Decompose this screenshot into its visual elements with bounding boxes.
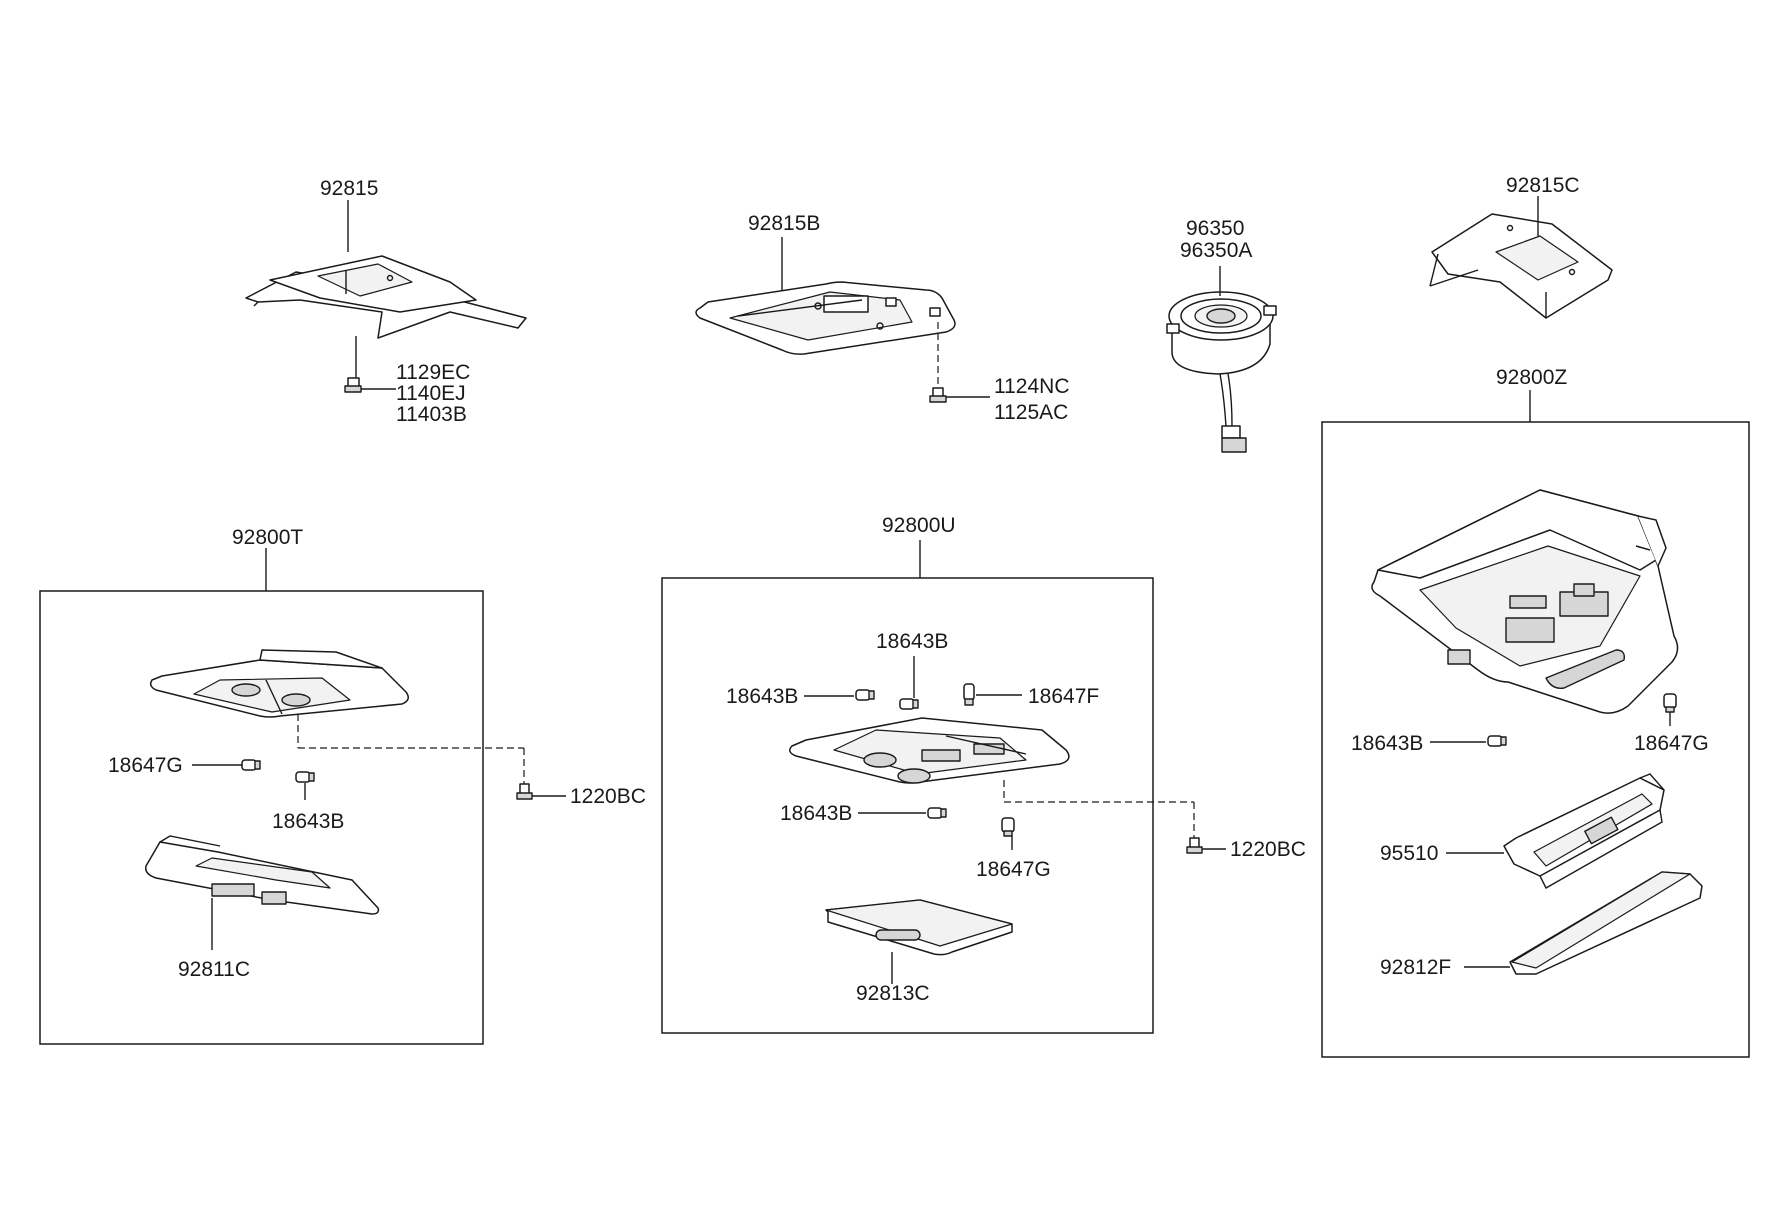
label-u-18643b-mid: 18643B [780, 802, 852, 825]
label-u-18647f: 18647F [1028, 685, 1099, 708]
label-t-1220bc: 1220BC [570, 785, 646, 808]
label-1140ej: 1140EJ [396, 382, 466, 405]
part-92800z-console [1371, 489, 1679, 714]
bulb-18643b-top-icon [899, 698, 919, 710]
label-1125ac: 1125AC [994, 401, 1068, 424]
label-92800t: 92800T [232, 526, 303, 549]
bulb-18647g-icon [241, 759, 261, 771]
label-u-18643b-top: 18643B [876, 630, 948, 653]
label-t-92811c: 92811C [178, 958, 250, 981]
label-92815c: 92815C [1506, 174, 1580, 197]
label-1129ec: 1129EC [396, 361, 470, 384]
assembly-box-92800t [39, 590, 484, 1045]
bulb-18643b-icon [295, 771, 315, 783]
bulb-18643b-mid-icon [927, 807, 947, 819]
bulb-18643b-left-icon [855, 689, 875, 701]
label-u-18647g: 18647G [976, 858, 1051, 881]
part-92815-bracket [245, 255, 527, 339]
screw-1220bc-t-icon [516, 783, 533, 800]
bulb-18647g-z-icon [1663, 693, 1677, 713]
part-92815b-panel [695, 281, 956, 355]
bulb-18647f-icon [963, 683, 975, 706]
label-96350: 96350 [1186, 217, 1244, 240]
assembly-box-92800z [1321, 421, 1750, 1058]
label-92815: 92815 [320, 177, 378, 200]
label-u-18643b-left: 18643B [726, 685, 798, 708]
part-92813c-lens [825, 899, 1013, 956]
screw-1129ec-icon [344, 377, 362, 393]
assembly-box-92800u [661, 577, 1154, 1034]
part-95510-map-lamp [1503, 773, 1665, 889]
part-92800u-lamp [789, 717, 1070, 784]
part-92812f-lens [1509, 871, 1703, 975]
part-92815c-bracket [1429, 213, 1613, 319]
label-u-1220bc: 1220BC [1230, 838, 1306, 861]
label-u-92813c: 92813C [856, 982, 930, 1005]
label-11403b: 11403B [396, 403, 467, 426]
label-1124nc: 1124NC [994, 375, 1070, 398]
label-92800z: 92800Z [1496, 366, 1567, 389]
bulb-18647g-u-icon [1001, 817, 1015, 837]
label-92800u: 92800U [882, 514, 956, 537]
label-t-18647g: 18647G [108, 754, 183, 777]
label-z-95510: 95510 [1380, 842, 1438, 865]
bulb-18643b-z-icon [1487, 735, 1507, 747]
label-92815b: 92815B [748, 212, 820, 235]
label-z-18647g: 18647G [1634, 732, 1709, 755]
label-z-92812f: 92812F [1380, 956, 1451, 979]
part-92800t-lamp [149, 649, 409, 718]
label-z-18643b: 18643B [1351, 732, 1423, 755]
label-96350a: 96350A [1180, 239, 1252, 262]
screw-1124nc-icon [929, 387, 947, 403]
part-96350-speaker [1166, 291, 1277, 453]
label-t-18643b: 18643B [272, 810, 344, 833]
part-92811c-lens [144, 835, 380, 915]
screw-1220bc-u-icon [1186, 837, 1203, 854]
